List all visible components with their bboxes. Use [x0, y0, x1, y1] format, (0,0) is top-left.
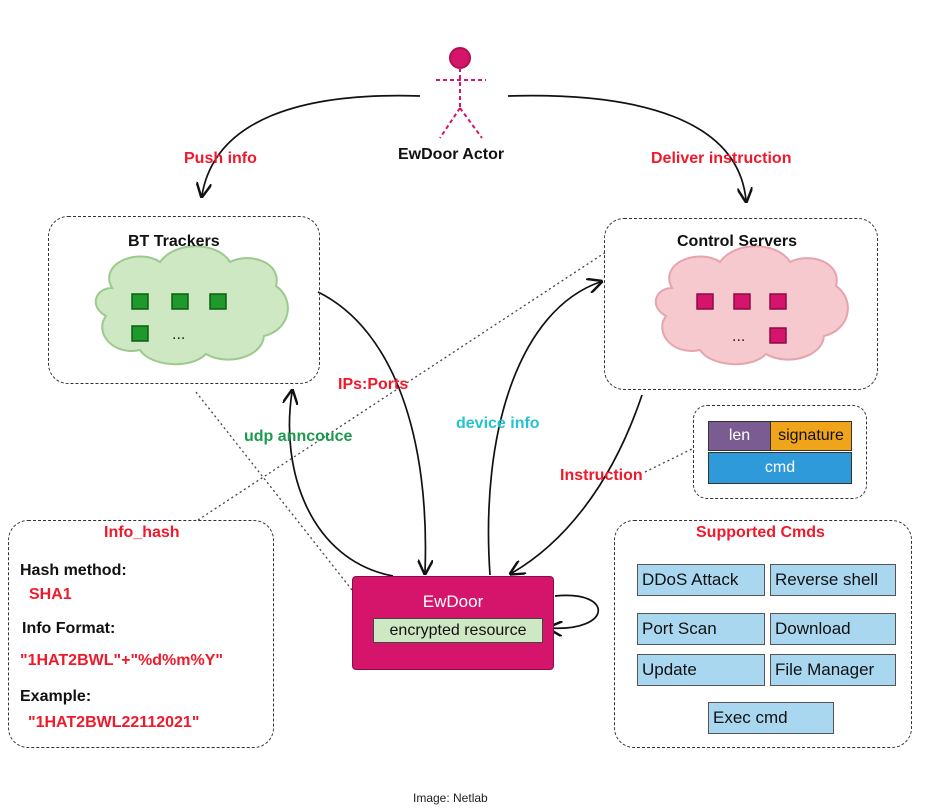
control-server-node — [733, 293, 751, 310]
supported-cmds-title: Supported Cmds — [696, 524, 825, 541]
control-servers-box — [604, 218, 878, 390]
bt-tracker-node — [171, 293, 189, 310]
edge-instruction — [512, 394, 643, 573]
edge-push-info — [202, 94, 421, 195]
control-server-node — [769, 293, 787, 310]
edge-deliver-instruction — [507, 94, 746, 200]
packet-signature-field: signature — [770, 421, 852, 451]
packet-format-box — [693, 405, 867, 499]
image-caption: Image: Netlab — [413, 791, 488, 805]
cmd-download: Download — [770, 613, 896, 645]
info-format-value: "1HAT2BWL"+"%d%m%Y" — [20, 652, 223, 669]
ewdoor-title: EwDoor — [422, 592, 484, 611]
udp-announce-label: udp anncouce — [244, 428, 353, 445]
cmd-exec-cmd: Exec cmd — [708, 702, 834, 734]
packet-len-text: len — [728, 427, 751, 444]
hash-method-value: SHA1 — [29, 586, 72, 603]
edge-self-loop — [550, 594, 600, 628]
example-value: "1HAT2BWL22112021" — [28, 714, 200, 731]
cmd-file-manager: File Manager — [770, 654, 896, 686]
control-servers-title: Control Servers — [677, 233, 798, 250]
actor-icon — [436, 47, 486, 139]
device-info-label: device info — [456, 415, 540, 432]
packet-signature-text: signature — [778, 427, 844, 444]
cmd-port-scan: Port Scan — [637, 613, 765, 645]
bt-trackers-title: BT Trackers — [128, 233, 220, 250]
bt-tracker-node — [209, 293, 227, 310]
packet-len-field: len — [708, 421, 771, 451]
control-server-node — [696, 293, 714, 310]
example-label: Example: — [20, 688, 92, 705]
control-servers-cloud — [654, 245, 849, 366]
deliver-instruction-label: Deliver instruction — [651, 150, 792, 167]
dotted-link-info-hash-bt — [195, 391, 353, 591]
packet-cmd-field: cmd — [708, 452, 852, 484]
info-hash-box — [8, 520, 274, 748]
edge-device-info — [487, 282, 600, 576]
edge-udp-announce — [289, 392, 394, 577]
hash-method-label: Hash method: — [20, 562, 127, 579]
ips-ports-label: IPs:Ports — [338, 376, 409, 393]
bt-tracker-node — [131, 293, 149, 310]
cmd-update: Update — [637, 654, 765, 686]
bt-trackers-box — [48, 216, 320, 384]
encrypted-resource: encrypted resource — [373, 618, 543, 643]
push-info-label: Push info — [184, 150, 257, 167]
info-hash-title: Info_hash — [104, 524, 180, 541]
control-server-node — [769, 327, 787, 344]
cmd-reverse-shell: Reverse shell — [770, 564, 896, 596]
control-servers-ellipsis: ... — [732, 328, 746, 345]
actor-label: EwDoor Actor — [398, 146, 505, 163]
supported-cmds-box — [614, 520, 912, 748]
encrypted-resource-text: encrypted resource — [389, 622, 527, 639]
instruction-label: Instruction — [560, 467, 643, 484]
dotted-link-info-hash-cs — [197, 251, 607, 521]
ewdoor-node: EwDoor encrypted resource — [352, 576, 554, 670]
bt-trackers-ellipsis: ... — [172, 326, 186, 343]
bt-tracker-node — [131, 325, 149, 342]
info-format-label: Info Format: — [22, 620, 116, 637]
packet-cmd-text: cmd — [764, 459, 796, 476]
cmd-ddos-attack: DDoS Attack — [637, 564, 765, 596]
edge-ips-ports — [317, 291, 425, 572]
dotted-link-packet — [644, 447, 695, 473]
